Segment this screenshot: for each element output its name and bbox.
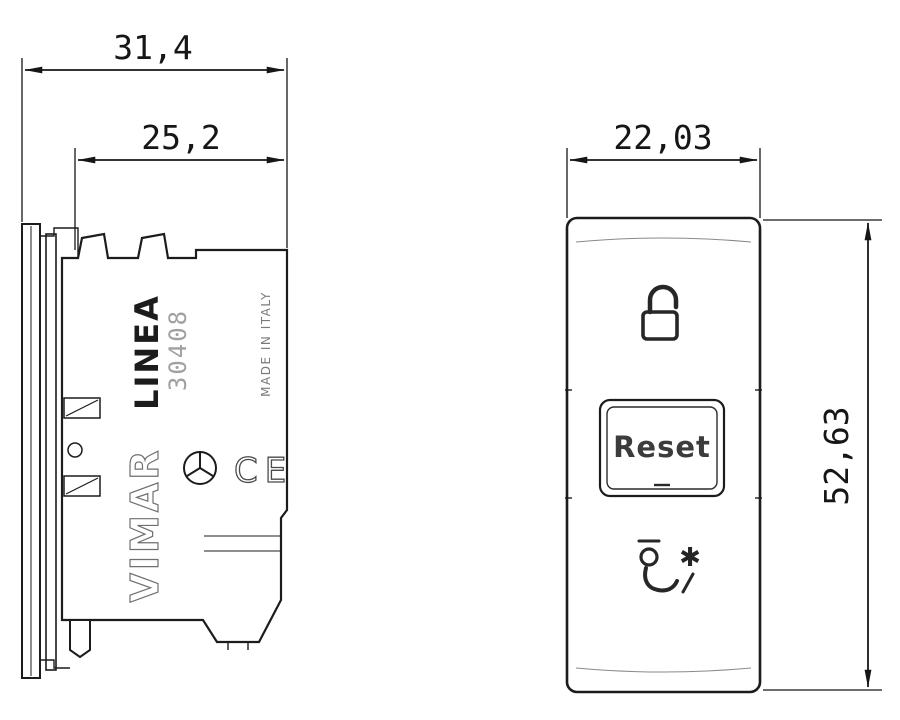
reset-button-label: Reset (613, 430, 711, 464)
model-number-label: 30408 (164, 309, 192, 391)
bottom-foot-profile (69, 619, 91, 659)
cover-bottom-curve (575, 667, 752, 673)
icon-slash (681, 572, 695, 594)
mounting-frame-profile (45, 233, 57, 671)
dimension-label-module-depth: 25,2 (141, 118, 220, 157)
ce-mark-label: CE (234, 451, 293, 491)
dimension-front-height: 52,63 (763, 219, 882, 691)
dimension-overall-depth: 31,4 (21, 28, 288, 248)
asterisk-glyph: ✱ (679, 543, 701, 573)
unlock-icon (641, 284, 679, 341)
reset-button[interactable]: Reset (598, 398, 726, 498)
dimension-module-depth: 25,2 (74, 118, 285, 250)
certification-mark-icon (183, 451, 217, 485)
dimension-label-front-height: 52,63 (817, 406, 856, 505)
side-view: CE LINEA 30408 MADE IN ITALY VIMAR (21, 223, 293, 679)
device-body-profile (60, 232, 289, 644)
dimension-label-front-width: 22,03 (613, 118, 712, 157)
cover-top-curve (575, 237, 752, 243)
front-view: Reset ✱ (565, 216, 762, 694)
terminal-hatch (65, 477, 99, 495)
frame-top-step (40, 227, 79, 256)
icon-body-curve (643, 566, 679, 593)
series-print-label: LINEA (128, 294, 166, 410)
frame-bottom-step (40, 659, 70, 669)
dimension-front-width: 22,03 (566, 118, 761, 218)
screw-hole (67, 442, 83, 458)
assistance-call-icon: ✱ (637, 539, 701, 594)
brand-print-label: VIMAR (123, 447, 167, 602)
dimension-label-overall-depth: 31,4 (113, 28, 192, 67)
terminal-hatch (65, 399, 99, 417)
made-in-italy-label: MADE IN ITALY (259, 291, 273, 397)
icon-head (639, 547, 659, 567)
